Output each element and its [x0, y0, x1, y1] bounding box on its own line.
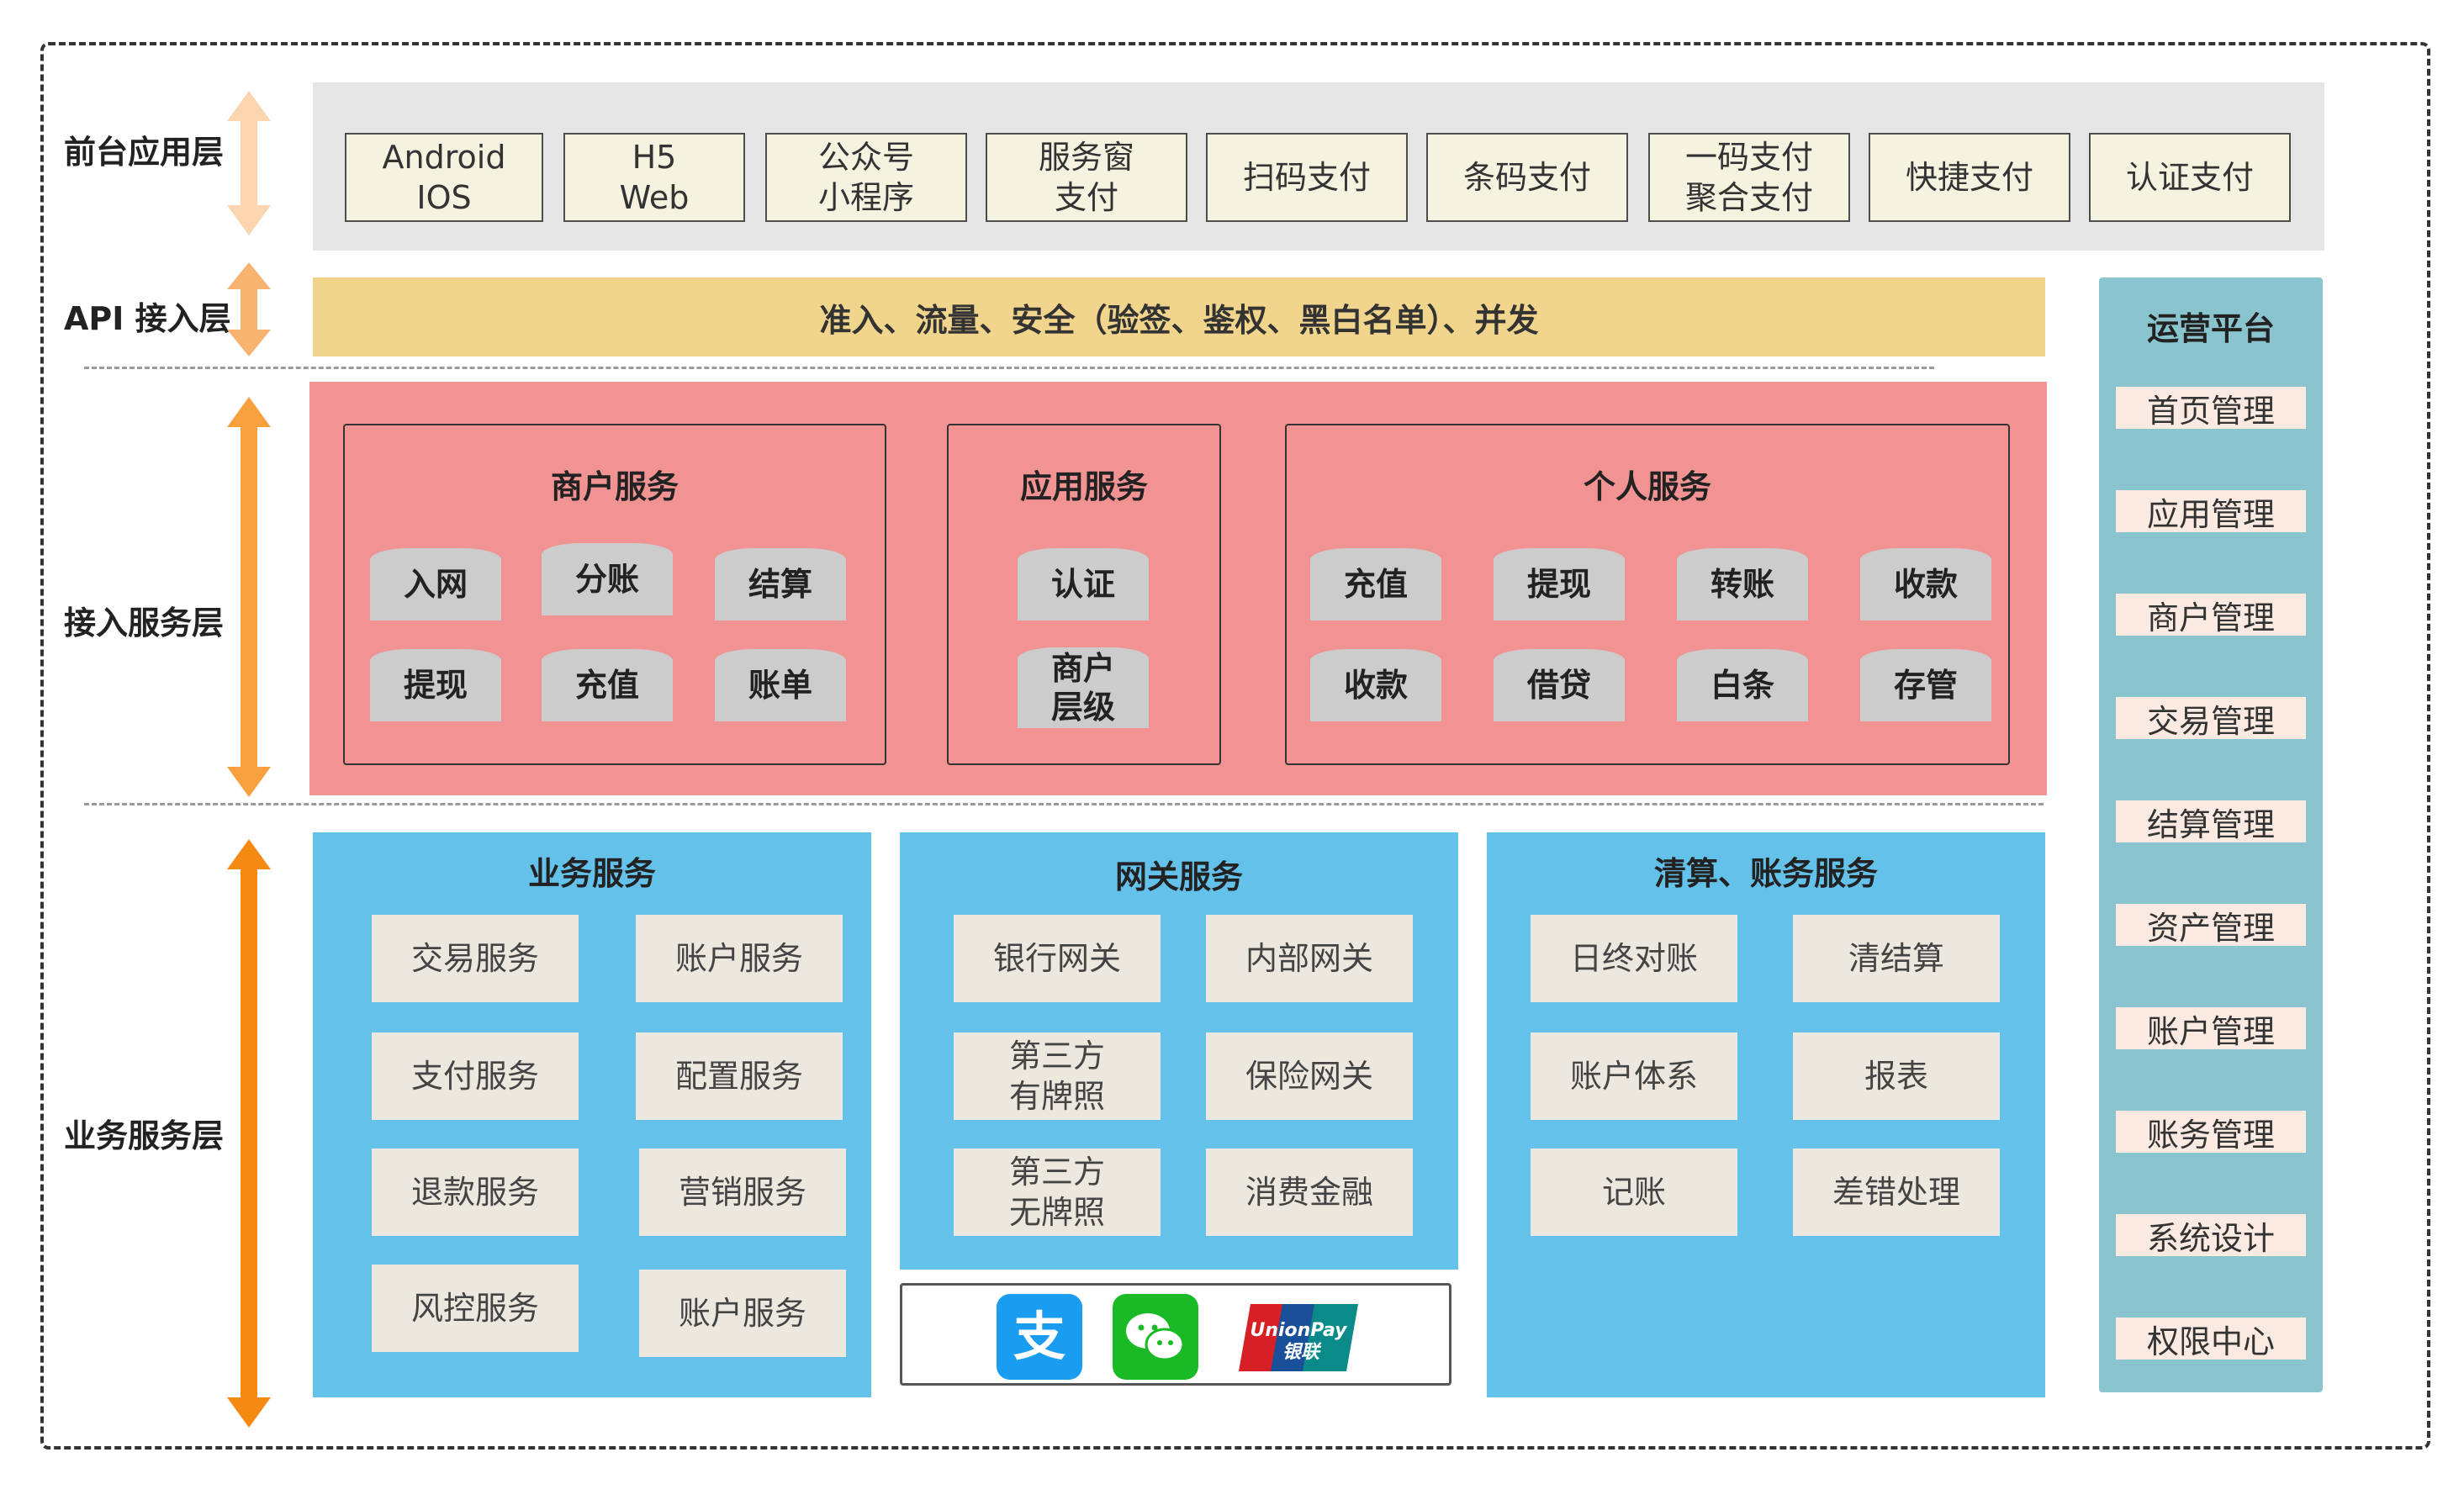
front-app-android-ios: Android IOS — [345, 133, 543, 222]
access-layer-arrow-icon — [227, 397, 271, 797]
api-access-bar: 准入、流量、安全（验签、鉴权、黑白名单）、并发 — [313, 277, 2045, 356]
front-layer-arrow-icon — [227, 91, 271, 235]
layer-label-api: API 接入层 — [64, 300, 231, 337]
ops-item-asset: 资产管理 — [2116, 904, 2306, 947]
gateway-item: 银行网关 — [954, 915, 1161, 1002]
payment-logos-panel: 支 UnionPay 银联 — [900, 1283, 1451, 1386]
gateway-item: 第三方 有牌照 — [954, 1032, 1161, 1120]
business-layer-arrow-icon — [227, 839, 271, 1428]
business-item: 营销服务 — [639, 1149, 846, 1236]
ops-item-settlement: 结算管理 — [2116, 800, 2306, 843]
ops-item-app: 应用管理 — [2116, 490, 2306, 533]
app-service-item: 认证 — [1018, 548, 1149, 620]
merchant-service-title: 商户服务 — [550, 468, 679, 505]
svg-text:UnionPay: UnionPay — [1250, 1320, 1348, 1341]
api-layer-arrow-icon — [227, 262, 271, 356]
personal-item: 充值 — [1310, 548, 1441, 620]
gateway-service-group: 网关服务 银行网关 内部网关 第三方 有牌照 保险网关 第三方 无牌照 消费金融 — [900, 832, 1458, 1270]
personal-item: 白条 — [1677, 649, 1808, 721]
app-service-title: 应用服务 — [1019, 468, 1148, 505]
personal-service-title: 个人服务 — [1583, 468, 1711, 505]
gateway-item: 消费金融 — [1206, 1149, 1413, 1236]
layer-label-front: 前台应用层 — [64, 134, 225, 171]
separator-access-business — [84, 803, 2044, 805]
merchant-item: 分账 — [542, 543, 673, 615]
front-app-service-window: 服务窗 支付 — [986, 133, 1187, 222]
separator-api-access — [84, 367, 1934, 369]
ops-item-home: 首页管理 — [2116, 387, 2306, 430]
front-app-barcode-pay: 条码支付 — [1426, 133, 1628, 222]
front-app-quick-pay: 快捷支付 — [1869, 133, 2070, 222]
personal-item: 提现 — [1494, 548, 1625, 620]
ops-item-bookkeeping: 账务管理 — [2116, 1111, 2306, 1154]
personal-item: 转账 — [1677, 548, 1808, 620]
business-item: 账户服务 — [639, 1270, 846, 1357]
business-item: 风控服务 — [372, 1265, 579, 1352]
merchant-item: 提现 — [370, 649, 501, 721]
ops-platform-title: 运营平台 — [2146, 310, 2275, 347]
merchant-service-group: 商户服务 入网 分账 结算 提现 充值 账单 — [343, 424, 886, 765]
alipay-icon: 支 — [997, 1294, 1082, 1380]
clearing-item: 账户体系 — [1531, 1032, 1737, 1120]
gateway-item: 第三方 无牌照 — [954, 1149, 1161, 1236]
personal-item: 借贷 — [1494, 649, 1625, 721]
wechat-pay-icon — [1113, 1294, 1198, 1380]
clearing-item: 清结算 — [1793, 915, 2000, 1002]
business-item: 配置服务 — [636, 1032, 843, 1120]
outer-frame — [40, 42, 2430, 1450]
app-service-group: 应用服务 认证 商户 层级 — [947, 424, 1221, 765]
clearing-service-title: 清算、账务服务 — [1653, 855, 1878, 892]
clearing-item: 日终对账 — [1531, 915, 1737, 1002]
ops-item-trade: 交易管理 — [2116, 697, 2306, 740]
layer-label-business: 业务服务层 — [64, 1117, 225, 1154]
clearing-item: 记账 — [1531, 1149, 1737, 1236]
gateway-item: 保险网关 — [1206, 1032, 1413, 1120]
ops-item-account: 账户管理 — [2116, 1007, 2306, 1050]
business-service-group: 业务服务 交易服务 账户服务 支付服务 配置服务 退款服务 营销服务 风控服务 … — [313, 832, 871, 1397]
personal-service-group: 个人服务 充值 提现 转账 收款 收款 借贷 白条 存管 — [1285, 424, 2010, 765]
gateway-service-title: 网关服务 — [1114, 858, 1243, 895]
personal-item: 收款 — [1310, 649, 1441, 721]
front-app-h5-web: H5 Web — [563, 133, 745, 222]
personal-item: 存管 — [1860, 649, 1991, 721]
svg-text:银联: 银联 — [1282, 1342, 1322, 1363]
merchant-item: 入网 — [370, 548, 501, 620]
ops-item-system: 系统设计 — [2116, 1214, 2306, 1257]
clearing-service-group: 清算、账务服务 日终对账 清结算 账户体系 报表 记账 差错处理 — [1487, 832, 2045, 1397]
front-app-official-account: 公众号 小程序 — [765, 133, 967, 222]
ops-item-merchant: 商户管理 — [2116, 594, 2306, 636]
front-app-auth-pay: 认证支付 — [2089, 133, 2291, 222]
ops-item-permission: 权限中心 — [2116, 1318, 2306, 1360]
business-item: 账户服务 — [636, 915, 843, 1002]
business-service-title: 业务服务 — [527, 855, 656, 892]
front-app-scan-pay: 扫码支付 — [1206, 133, 1408, 222]
merchant-item: 账单 — [715, 649, 846, 721]
personal-item: 收款 — [1860, 548, 1991, 620]
app-service-item: 商户 层级 — [1018, 647, 1149, 728]
svg-text:支: 支 — [1013, 1306, 1065, 1367]
gateway-item: 内部网关 — [1206, 915, 1413, 1002]
business-item: 支付服务 — [372, 1032, 579, 1120]
layer-label-access: 接入服务层 — [64, 605, 225, 642]
unionpay-icon: UnionPay 银联 — [1239, 1304, 1358, 1371]
merchant-item: 结算 — [715, 548, 846, 620]
front-app-aggregate-pay: 一码支付 聚合支付 — [1648, 133, 1850, 222]
clearing-item: 报表 — [1793, 1032, 2000, 1120]
business-item: 交易服务 — [372, 915, 579, 1002]
clearing-item: 差错处理 — [1793, 1149, 2000, 1236]
business-item: 退款服务 — [372, 1149, 579, 1236]
merchant-item: 充值 — [542, 649, 673, 721]
